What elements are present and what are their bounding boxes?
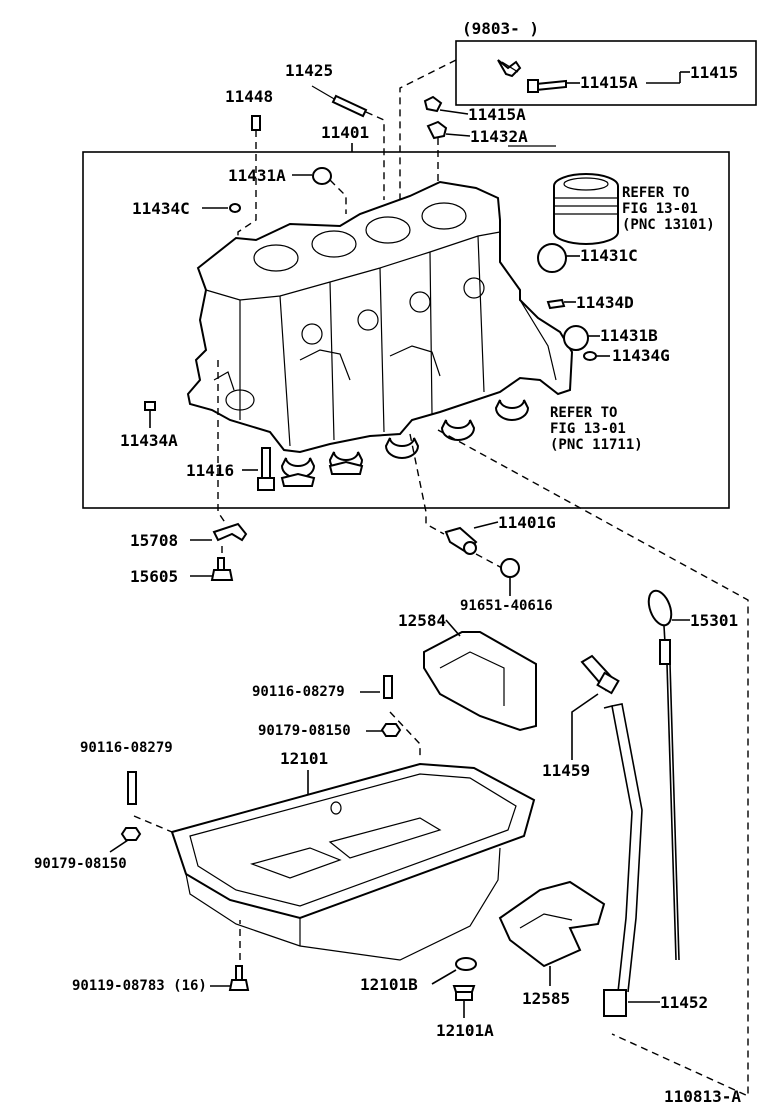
label-11425: 11425 [285,61,333,80]
cylinder-block-frame [82,151,730,509]
cylinder-block-icon [186,180,574,454]
guide-11459-icon [580,654,620,695]
bracket-15708-icon [212,522,248,542]
refer2-line1: REFER TO [550,405,617,421]
plug-11431A-icon [312,167,332,185]
refer1-line1: REFER TO [622,185,689,201]
washer-91651-icon [500,558,520,578]
label-11448: 11448 [225,87,273,106]
cap-bolt-icon [497,59,522,78]
plug-11434D-icon [546,298,566,310]
label-11434A: 11434A [120,431,178,450]
plug-12101A-icon [452,985,476,1001]
label-12584: 12584 [398,611,446,630]
label-90116-upper: 90116-08279 [252,684,345,700]
label-11434C: 11434C [132,199,190,218]
label-12101: 12101 [280,749,328,768]
label-90119: 90119-08783 (16) [72,978,207,994]
bolt-90119-icon [228,965,250,991]
dipstick-15301-icon [647,589,680,961]
baffle-12584-icon [423,631,537,732]
plug-11431B-icon [563,325,589,351]
label-11415A-box: 11415A [580,73,638,92]
refer1-line3: (PNC 13101) [622,217,715,233]
label-11401G: 11401G [498,513,556,532]
stud-90116-upper-icon [383,675,393,699]
bolt-11415A-icon [527,79,567,93]
label-11431B: 11431B [600,326,658,345]
plug-11434C-icon [229,203,241,213]
label-11401: 11401 [321,123,369,142]
nut-90179-left-icon [120,827,142,841]
label-11415A: 11415A [468,105,526,124]
label-11431A: 11431A [228,166,286,185]
bolt-15605-icon [210,557,234,581]
plug-11431C-icon [537,243,567,273]
refer2-line2: FIG 13-01 [550,421,626,437]
label-11434G: 11434G [612,346,670,365]
label-11434D: 11434D [576,293,634,312]
label-91651: 91651-40616 [460,598,553,614]
bolt-11416-icon [257,447,275,491]
sensor-11401G-icon [444,526,478,555]
label-11452: 11452 [660,993,708,1012]
figure-id: 110813-A [664,1087,741,1106]
nut-90179-upper-icon [380,723,402,737]
label-11431C: 11431C [580,246,638,265]
plug-11432A-icon [426,120,448,140]
label-12101A: 12101A [436,1021,494,1040]
gasket-12101B-icon [455,957,477,971]
label-12101B: 12101B [360,975,418,994]
label-15301: 15301 [690,611,738,630]
piston-icon [553,173,619,245]
label-11415-note: (9803- ) [462,19,539,38]
label-15708: 15708 [130,531,178,550]
label-11415: 11415 [690,63,738,82]
label-90116-left: 90116-08279 [80,740,173,756]
label-11459: 11459 [542,761,590,780]
label-15605: 15605 [130,567,178,586]
guide-tube-11452-icon [603,703,643,1017]
label-90179-upper: 90179-08150 [258,723,351,739]
label-11416: 11416 [186,461,234,480]
inset-box-11415 [455,40,757,106]
plug-11448-icon [251,115,261,131]
plug-11415A-icon [423,95,443,113]
plug-11434A-icon [144,401,156,411]
stud-11425-icon [311,85,368,118]
refer2-line3: (PNC 11711) [550,437,643,453]
label-90179-left: 90179-08150 [34,856,127,872]
label-12585: 12585 [522,989,570,1008]
main-bearings-icon [280,399,530,487]
baffle-12585-icon [498,880,606,968]
oil-pan-12101-icon [170,762,536,961]
plug-11434G-icon [583,351,597,361]
label-11432A: 11432A [470,127,528,146]
refer1-line2: FIG 13-01 [622,201,698,217]
stud-90116-left-icon [127,771,137,805]
